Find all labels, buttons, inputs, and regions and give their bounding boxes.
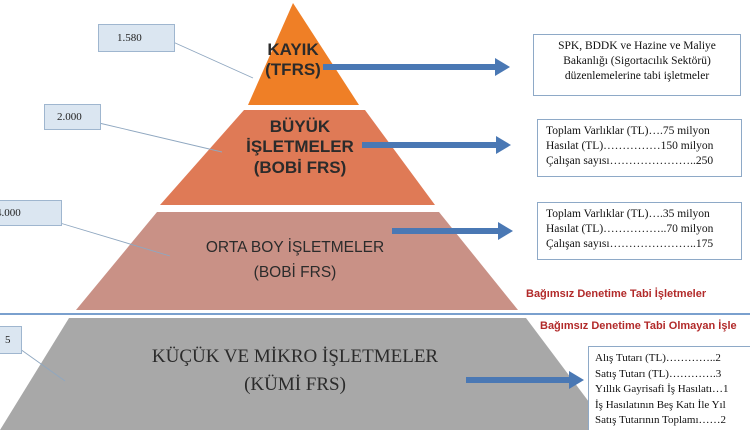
tier-buyuk — [160, 110, 435, 205]
callout-box-3: 4.000 — [0, 200, 62, 226]
tier-orta-standard: (BOBİ FRS) — [253, 263, 337, 281]
tier-orta — [76, 212, 518, 310]
info-box-kayik: SPK, BDDK ve Hazine ve Maliye Bakanlığı … — [533, 34, 741, 96]
callout-value-4: 5 — [5, 334, 11, 346]
arrow-2 — [362, 136, 511, 154]
info-buyuk-line-2: Hasılat (TL)……………150 milyon — [546, 140, 714, 152]
info-box-orta: Toplam Varlıklar (TL)….35 milyon Hasılat… — [537, 202, 742, 260]
info-orta-line-1: Toplam Varlıklar (TL)….35 milyon — [546, 208, 710, 220]
callout-box-1: 1.580 — [98, 24, 175, 52]
tier-buyuk-name-2: İŞLETMELER — [246, 137, 354, 157]
tier-orta-name: ORTA BOY İŞLETMELER — [205, 239, 385, 256]
arrow-4 — [466, 371, 584, 389]
callout-value-3: 4.000 — [0, 207, 21, 219]
callout-value-2: 2.000 — [57, 111, 82, 123]
info-kucuk-line-4: İş Hasılatının Beş Katı İle Yıl — [595, 398, 726, 411]
label-not-audited: Bağımsız Denetime Tabi Olmayan İşle — [540, 320, 737, 332]
arrow-3 — [392, 222, 513, 240]
info-kayik-line-3: düzenlemelerine tabi işletmeler — [564, 70, 710, 82]
info-orta-line-3: Çalışan sayısı…………………..175 — [546, 238, 714, 250]
info-box-buyuk: Toplam Varlıklar (TL)….75 milyon Hasılat… — [537, 119, 742, 177]
info-kucuk-line-5: Satış Tutarının Toplamı……2 — [595, 414, 727, 426]
leader-line-4 — [19, 348, 66, 382]
tier-kayik-label: KAYIK (TFRS) — [223, 40, 363, 81]
info-kucuk-line-3: Yıllık Gayrisafi İş Hasılatı…1 — [595, 383, 729, 395]
callout-box-4: 5 — [0, 326, 22, 354]
tier-orta-label: ORTA BOY İŞLETMELER (BOBİ FRS) — [155, 236, 435, 286]
info-buyuk-line-3: Çalışan sayısı…………………..250 — [546, 155, 714, 167]
tier-kucuk-label: KÜÇÜK VE MİKRO İŞLETMELER (KÜMİ FRS) — [95, 343, 495, 398]
info-buyuk-line-1: Toplam Varlıklar (TL)….75 milyon — [546, 125, 710, 137]
callout-value-1: 1.580 — [117, 32, 142, 44]
leader-line-3 — [59, 222, 171, 257]
info-kayik-line-2: Bakanlığı (Sigortacılık Sektörü) — [563, 55, 711, 67]
tier-kucuk-name: KÜÇÜK VE MİKRO İŞLETMELER — [151, 346, 439, 367]
info-kucuk-line-1: Alış Tutarı (TL)…………..2 — [595, 352, 721, 364]
info-kucuk-line-2: Satış Tutarı (TL)………….3 — [595, 367, 722, 380]
arrow-1 — [323, 58, 510, 76]
tier-buyuk-standard: (BOBİ FRS) — [253, 157, 347, 177]
tier-buyuk-name-1: BÜYÜK — [269, 117, 331, 136]
info-orta-line-2: Hasılat (TL)……………..70 milyon — [546, 223, 714, 235]
tier-buyuk-label: BÜYÜK İŞLETMELER (BOBİ FRS) — [220, 117, 380, 178]
tier-kucuk-standard: (KÜMİ FRS) — [244, 373, 346, 395]
leader-line-2 — [98, 122, 223, 153]
tier-kucuk — [0, 318, 610, 430]
label-audited: Bağımsız Denetime Tabi İşletmeler — [526, 288, 707, 300]
info-box-kucuk: Alış Tutarı (TL)…………..2 Satış Tutarı (TL… — [588, 346, 750, 430]
callout-box-2: 2.000 — [44, 104, 101, 130]
leader-line-1 — [172, 41, 254, 79]
info-kayik-line-1: SPK, BDDK ve Hazine ve Maliye — [558, 40, 716, 52]
tier-kayik-name: KAYIK — [267, 40, 319, 59]
tier-kayik-standard: (TFRS) — [265, 60, 321, 80]
tier-kayik — [248, 3, 359, 105]
